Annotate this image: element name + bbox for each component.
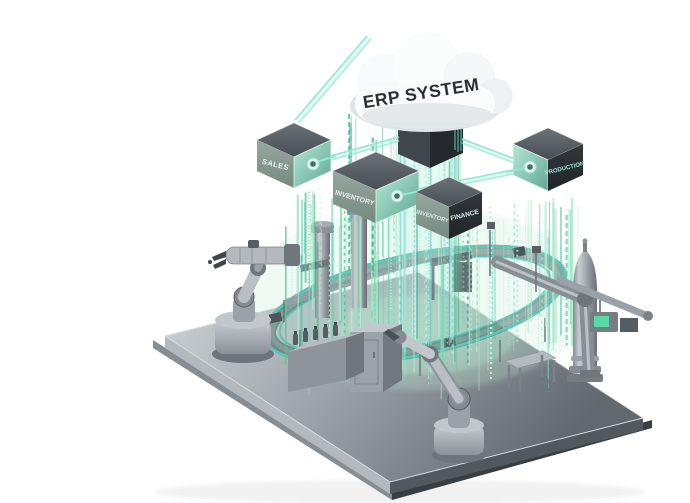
elbow-pipe <box>491 256 653 378</box>
robot-arm-right <box>384 329 486 463</box>
platform-front-left-bevel <box>165 336 390 494</box>
green-screen <box>594 316 609 327</box>
bottles <box>293 322 338 345</box>
conveyor-item <box>512 246 526 258</box>
platform-front-right-bevel <box>390 418 643 494</box>
gripper <box>384 329 400 341</box>
conveyor-item <box>268 312 283 324</box>
cube-inventory: INVENTORY <box>332 151 425 224</box>
monitor-machine <box>590 300 638 332</box>
gripper <box>213 259 226 269</box>
factory-front <box>208 222 653 463</box>
bottle-crate <box>288 322 364 392</box>
sensor-poles <box>487 222 541 292</box>
module-cubes: SALES INVENTORY INVENTORY FINANCE <box>256 122 585 239</box>
cube-sales: SALES <box>256 122 337 189</box>
platform-base-left-bevel <box>153 340 392 500</box>
erp-cloud: ERP SYSTEM <box>350 32 513 132</box>
gripper <box>212 251 226 261</box>
cube-production: PRODUCTION <box>505 127 585 192</box>
cube-finance: INVENTORY FINANCE <box>415 176 483 239</box>
robot-arm-left <box>208 240 300 363</box>
worktable <box>504 350 557 392</box>
